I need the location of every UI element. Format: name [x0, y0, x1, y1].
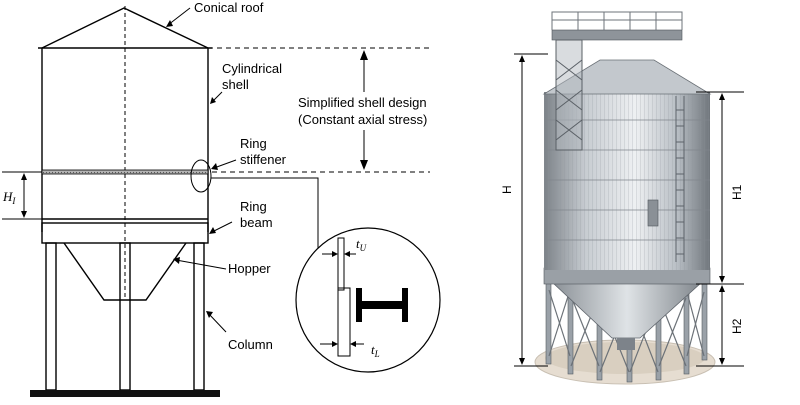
hi-arrow-up — [21, 173, 27, 180]
ringbeam-leader-head — [209, 227, 216, 234]
stiffener-ibeam-bottom-flange — [402, 288, 408, 322]
schematic-labels: Conical roof Cylindrical shell Simplifie… — [2, 0, 427, 359]
label-ring-1: Ring — [240, 136, 267, 151]
hopper-outline — [63, 242, 187, 301]
hi-arrow-down — [21, 211, 27, 218]
tl-arrow-head-r — [350, 341, 356, 347]
ground-slab — [30, 390, 220, 397]
label-constant-axial: (Constant axial stress) — [298, 112, 427, 127]
silo-dimension-arrows — [519, 55, 725, 365]
tu-arrow-head-r — [344, 251, 350, 257]
label-simplified-design: Simplified shell design — [298, 95, 427, 110]
dim-label-h1: H1 — [730, 184, 744, 200]
silo-access-tower — [555, 39, 583, 151]
label-beam: beam — [240, 215, 273, 230]
design-arrow-down — [360, 160, 368, 170]
label-ring-2: Ring — [240, 199, 267, 214]
upper-shell-plate — [337, 237, 345, 291]
stiffener-leader — [213, 159, 237, 169]
ringbeam-leader — [211, 221, 233, 233]
dim-label-h: H — [500, 185, 514, 194]
shell-leader-head — [210, 97, 216, 104]
stiffener-leader-head — [211, 163, 218, 170]
silo-railings — [551, 11, 683, 30]
roof-leader — [167, 7, 191, 26]
roof-leader-head — [166, 20, 173, 27]
stiffener-ibeam-top-flange — [356, 288, 362, 322]
label-shell: shell — [222, 77, 249, 92]
column-left — [45, 242, 57, 391]
label-hopper: Hopper — [228, 261, 271, 276]
silo-top-platform — [551, 29, 683, 41]
stiffener-callout-ellipse — [190, 159, 212, 193]
label-stiffener: stiffener — [240, 152, 287, 167]
tl-arrow-head — [332, 341, 338, 347]
lower-shell-plate — [337, 287, 351, 357]
silo-schematic — [2, 6, 441, 397]
column-leader — [207, 312, 227, 333]
silo-hatch — [647, 199, 659, 227]
tu-arrow-head — [332, 251, 338, 257]
label-hi: HI — [2, 189, 16, 206]
label-conical-roof: Conical roof — [194, 0, 264, 15]
stiffener-ibeam-web — [362, 301, 402, 309]
label-tu: tU — [356, 236, 367, 253]
label-column: Column — [228, 337, 273, 352]
label-cylindrical: Cylindrical — [222, 61, 282, 76]
column-leader-head — [206, 311, 213, 318]
ring-stiffener-band — [41, 169, 209, 175]
hopper-leader-head — [173, 257, 180, 264]
hopper-leader — [175, 259, 227, 270]
silo-rendering: H H1 H2 — [500, 11, 744, 385]
label-tl: tL — [371, 342, 380, 359]
design-arrow-up — [360, 50, 368, 60]
conical-roof-outline — [41, 7, 209, 49]
detail-circle — [295, 227, 441, 373]
silo-dimensions — [514, 53, 744, 367]
silo-hopper — [550, 281, 704, 339]
silo-ladder — [675, 96, 685, 262]
callout-leader — [211, 177, 319, 248]
dim-label-h2: H2 — [730, 318, 744, 334]
silo-ring-beam — [543, 267, 711, 285]
silo-hopper-outlet — [617, 338, 635, 350]
